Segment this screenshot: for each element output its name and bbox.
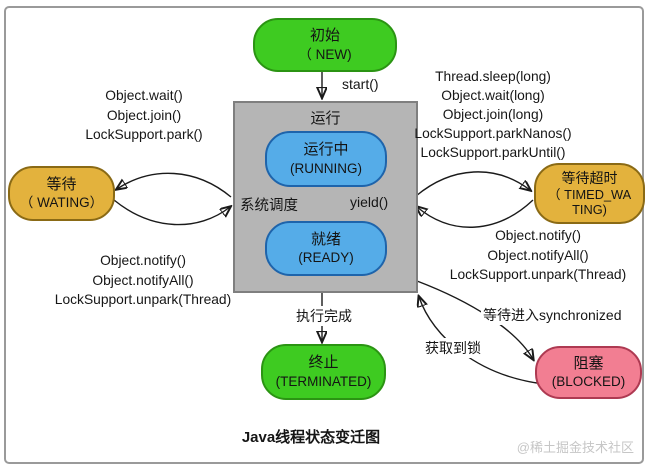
state-terminated-label-zh: 终止 — [308, 354, 339, 372]
method-label: LockSupport.parkUntil() — [420, 145, 566, 160]
method-label: Object.join() — [106, 107, 182, 123]
runnable-group-label: 运行 — [310, 110, 341, 127]
edge-label-start: start() — [342, 76, 379, 92]
state-new-label-zh: 初始 — [309, 27, 340, 45]
edge-run-to-timed-waiting — [415, 171, 530, 197]
method-label: Thread.sleep(long) — [435, 69, 551, 84]
method-label: Object.notify() — [495, 228, 581, 243]
state-node-timed-waiting: 等待超时 （ TIMED_WA TING) — [534, 163, 645, 224]
method-label: Object.notifyAll() — [92, 272, 194, 288]
method-label: LockSupport.unpark(Thread) — [449, 267, 627, 282]
method-label: Object.wait(long) — [441, 88, 545, 103]
state-blocked-label-en: (BLOCKED) — [551, 374, 626, 390]
diagram-title: Java线程状态变迁图 — [241, 429, 381, 446]
state-timed-label-en2: TING) — [572, 201, 607, 217]
state-node-waiting: 等待 （ WATING） — [8, 166, 115, 221]
method-label: LockSupport.unpark(Thread) — [54, 292, 232, 307]
methods-from-waiting: Object.notify() Object.notifyAll() LockS… — [35, 251, 251, 310]
edge-label-execute-done: 执行完成 — [294, 306, 354, 326]
edge-timed-waiting-to-run — [417, 199, 534, 228]
state-blocked-label-zh: 阻塞 — [573, 354, 604, 372]
state-new-label-en: （ NEW) — [298, 46, 352, 62]
state-timed-label-en1: （ TIMED_WA — [547, 186, 632, 202]
methods-to-waiting: Object.wait() Object.join() LockSupport.… — [39, 86, 249, 145]
state-node-terminated: 终止 (TERMINATED) — [261, 344, 386, 400]
state-ready-label-en: (READY) — [298, 250, 354, 266]
state-ready-label-zh: 就绪 — [310, 230, 341, 248]
state-running-label-en: (RUNNING) — [290, 160, 362, 176]
state-waiting-label-zh: 等待 — [46, 175, 77, 193]
edge-label-acquire-lock: 获取到锁 — [423, 338, 483, 358]
watermark-text: @稀土掘金技术社区 — [516, 440, 634, 455]
edge-waiting-to-run — [113, 199, 230, 226]
edge-label-wait-synchronized: 等待进入synchronized — [481, 305, 624, 325]
edge-label-yield: yield() — [350, 194, 389, 210]
state-node-running: 运行中 (RUNNING) — [265, 131, 387, 187]
method-label: Object.notify() — [100, 253, 186, 268]
state-waiting-label-en: （ WATING） — [19, 195, 104, 211]
method-label: Object.wait() — [105, 88, 183, 103]
state-node-blocked: 阻塞 (BLOCKED) — [535, 346, 642, 399]
methods-from-timed-waiting: Object.notify() Object.notifyAll() LockS… — [438, 226, 638, 285]
state-terminated-label-en: (TERMINATED) — [275, 373, 372, 389]
state-running-label-zh: 运行中 — [303, 141, 349, 159]
method-label: Object.notifyAll() — [487, 247, 589, 263]
method-label: LockSupport.parkNanos() — [414, 126, 572, 141]
method-label: LockSupport.park() — [85, 127, 203, 142]
edge-label-system-schedule: 系统调度 — [240, 198, 298, 214]
method-label: Object.join(long) — [442, 107, 544, 122]
edge-run-to-waiting — [117, 172, 232, 198]
state-node-ready: 就绪 (READY) — [265, 221, 387, 276]
methods-to-timed-waiting: Thread.sleep(long) Object.wait(long) Obj… — [407, 67, 579, 162]
state-node-new: 初始 （ NEW) — [253, 18, 397, 72]
state-timed-label-zh: 等待超时 — [561, 170, 618, 187]
